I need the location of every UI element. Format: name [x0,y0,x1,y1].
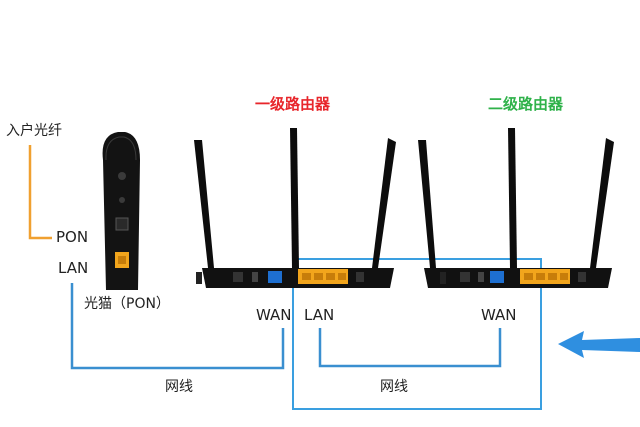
router-2-wan-label: WAN [481,306,517,324]
router-2-title: 二级路由器 [488,95,564,113]
router-1-wan-label: WAN [256,306,292,324]
modem-lan-label: LAN [58,259,89,277]
router-2-icon [418,128,614,288]
pointer-arrow-icon [558,331,640,358]
fiber-cable [28,145,52,240]
fiber-in-label: 入户光纤 [6,123,62,139]
cable-2-label: 网线 [380,379,408,395]
modem-caption: 光猫（PON） [84,296,170,312]
modem-icon [102,132,140,290]
router-1-lan-label: LAN [304,306,335,324]
network-cable-2 [318,328,502,368]
router-1-icon [194,128,396,288]
router-1-title: 一级路由器 [255,95,331,113]
pon-label: PON [56,228,89,246]
cable-1-label: 网线 [165,379,193,395]
network-cable-1 [70,283,285,370]
highlight-box [292,258,542,410]
